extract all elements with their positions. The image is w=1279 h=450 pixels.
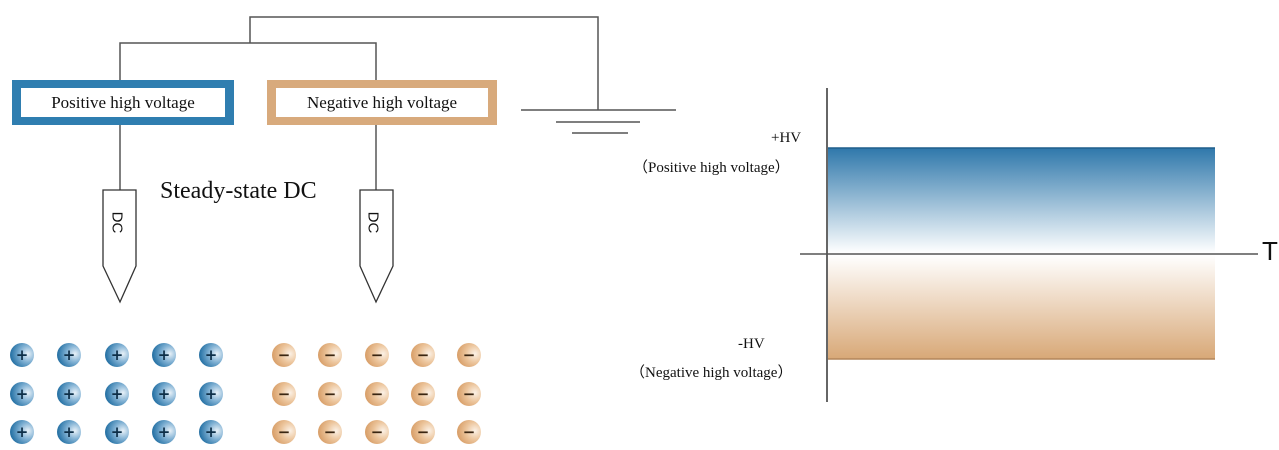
- positive-voltage-box: Positive high voltage: [12, 80, 234, 125]
- positive-charge-icon: +: [152, 382, 176, 406]
- negative-charge-icon: −: [457, 343, 481, 367]
- negative-charge-icon: −: [365, 420, 389, 444]
- negative-charge-icon: −: [411, 382, 435, 406]
- positive-charge-icon: +: [105, 343, 129, 367]
- hv-positive-sublabel: （Positive high voltage）: [633, 160, 790, 176]
- negative-charge-icon: −: [365, 382, 389, 406]
- negative-charge-icon: −: [318, 382, 342, 406]
- top-wire: [119, 42, 377, 80]
- negative-charge-icon: −: [365, 343, 389, 367]
- positive-charge-icon: +: [57, 343, 81, 367]
- ground-icon: [521, 109, 676, 134]
- probe-positive-label: DC: [108, 211, 126, 234]
- steady-state-label: Steady-state DC: [160, 178, 317, 204]
- probe-negative-label: DC: [364, 211, 382, 234]
- negative-charge-icon: −: [411, 343, 435, 367]
- positive-charge-icon: +: [10, 382, 34, 406]
- positive-voltage-box-label: Positive high voltage: [21, 88, 225, 117]
- hv-negative-label: -HV: [738, 336, 765, 352]
- positive-charge-icon: +: [105, 420, 129, 444]
- time-axis-label: T: [1262, 236, 1278, 266]
- ground-wire: [249, 16, 599, 110]
- positive-charge-icon: +: [57, 420, 81, 444]
- negative-voltage-band: [828, 255, 1215, 359]
- negative-charge-icon: −: [457, 382, 481, 406]
- positive-charge-icon: +: [199, 382, 223, 406]
- probe-negative-icon: [359, 189, 394, 304]
- negative-charge-icon: −: [411, 420, 435, 444]
- positive-charge-icon: +: [10, 420, 34, 444]
- positive-charge-icon: +: [152, 420, 176, 444]
- hv-negative-sublabel: （Negative high voltage）: [630, 365, 793, 381]
- positive-charge-icon: +: [10, 343, 34, 367]
- positive-charge-icon: +: [105, 382, 129, 406]
- negative-voltage-box: Negative high voltage: [267, 80, 497, 125]
- positive-charge-icon: +: [57, 382, 81, 406]
- positive-voltage-band: [828, 148, 1215, 253]
- negative-charge-icon: −: [457, 420, 481, 444]
- positive-charge-icon: +: [152, 343, 176, 367]
- positive-charge-icon: +: [199, 420, 223, 444]
- negative-charge-icon: −: [318, 343, 342, 367]
- negative-charge-icon: −: [272, 420, 296, 444]
- positive-charge-icon: +: [199, 343, 223, 367]
- circuit-wires: [119, 16, 599, 190]
- negative-charge-icon: −: [318, 420, 342, 444]
- negative-voltage-box-label: Negative high voltage: [276, 88, 488, 117]
- hv-positive-label: +HV: [771, 130, 802, 146]
- negative-charge-icon: −: [272, 382, 296, 406]
- negative-charge-icon: −: [272, 343, 296, 367]
- probe-positive-icon: [102, 189, 137, 304]
